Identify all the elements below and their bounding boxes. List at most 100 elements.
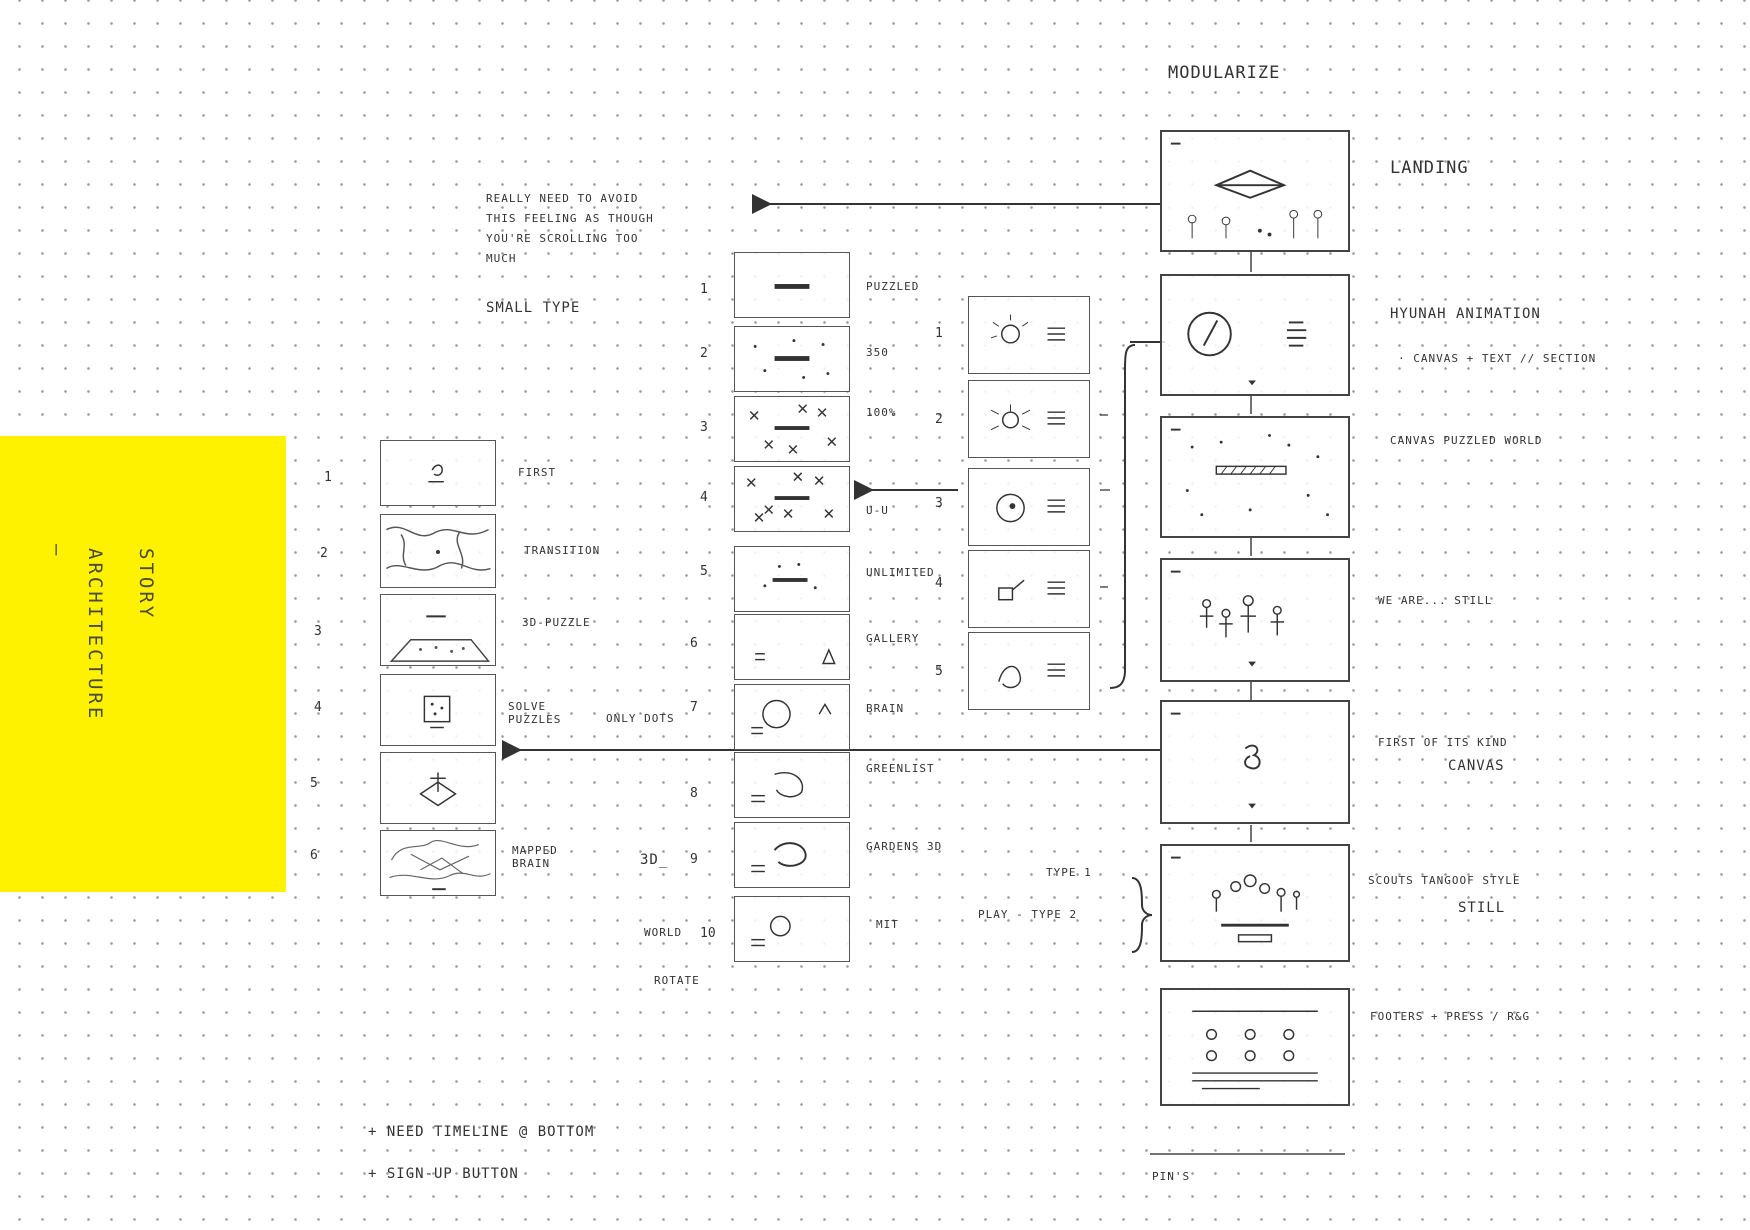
story-number-5: 5 xyxy=(310,776,318,791)
main-flow-label-landing: LANDING xyxy=(1390,158,1469,178)
puzzle-frame-2 xyxy=(734,326,850,392)
puzzle-frame-4 xyxy=(734,466,850,532)
main-flow-extra-scouts: STILL xyxy=(1458,900,1506,916)
puzzle-label-5: UNLIMITED xyxy=(866,566,935,579)
puzzle-label-10: MIT xyxy=(876,918,899,931)
puzzle-frame-5 xyxy=(734,546,850,612)
landing-frame xyxy=(1160,130,1350,252)
animation-sub-number-5: 5 xyxy=(935,664,943,679)
scouts-frame xyxy=(1160,844,1350,962)
scouts-type-1: TYPE 1 xyxy=(1046,866,1092,879)
puzzle-frame-3 xyxy=(734,396,850,462)
puzzle-label-6: GALLERY xyxy=(866,632,920,645)
main-flow-label-animation: HYUNAH ANIMATION xyxy=(1390,306,1541,322)
sticky-note-mark: — xyxy=(46,544,68,559)
main-flow-label-puzzled-world: CANVAS PUZZLED WORLD xyxy=(1390,434,1543,447)
animation-sub-frame-1 xyxy=(968,296,1090,374)
timeline-note: + NEED TIMELINE @ BOTTOM xyxy=(368,1124,595,1140)
bug-icon xyxy=(990,404,1066,431)
footer-sketch xyxy=(1192,1010,1318,1090)
puzzle-frame-9 xyxy=(734,822,850,888)
animation-frame xyxy=(1160,274,1350,396)
puzzled-world-frame xyxy=(1160,416,1350,538)
main-flow-label-first-kind: FIRST OF ITS KIND xyxy=(1378,736,1508,749)
story-label-1: FIRST xyxy=(518,466,557,479)
puzzle-number-3: 3 xyxy=(700,420,708,435)
puzzle-label-7: BRAIN xyxy=(866,702,905,715)
animation-sub-frame-5 xyxy=(968,632,1090,710)
story-number-4: 4 xyxy=(314,700,322,715)
story-frame-1 xyxy=(380,440,496,506)
puzzle-number-7: 7 xyxy=(690,700,698,715)
story-frame-6 xyxy=(380,830,496,896)
animation-sub-frame-2 xyxy=(968,380,1090,458)
story-frame-4 xyxy=(380,674,496,746)
puzzle-label-1: PUZZLED xyxy=(866,280,920,293)
story-label-6: MAPPED BRAIN xyxy=(512,844,558,870)
scouts-type-2: PLAY - TYPE 2 xyxy=(978,908,1078,921)
page-title: MODULARIZE xyxy=(1168,63,1281,83)
puzzle-label-4: U-U xyxy=(866,504,889,517)
story-frame-5 xyxy=(380,752,496,824)
scouts-sketch xyxy=(1170,856,1301,943)
first-kind-frame xyxy=(1160,700,1350,824)
puzzle-frame-7 xyxy=(734,684,850,750)
puzzle-rotate-note: ROTATE xyxy=(654,974,700,987)
story-label-3: 3D-PUZZLE xyxy=(522,616,591,629)
pins-note: PIN'S xyxy=(1152,1170,1191,1183)
story-number-2: 2 xyxy=(320,546,328,561)
main-flow-label-footer: FOOTERS + PRESS / R&G xyxy=(1370,1010,1531,1023)
main-flow-extra-first-kind: CANVAS xyxy=(1448,758,1505,774)
story-frame-2 xyxy=(380,514,496,588)
sticky-note-subtitle: ARCHITECTURE xyxy=(84,548,106,722)
puzzle-frame-10 xyxy=(734,896,850,962)
animation-sketch xyxy=(1187,311,1307,386)
animation-sub-number-1: 1 xyxy=(935,326,943,341)
we-are-frame xyxy=(1160,558,1350,682)
animation-sub-frame-4 xyxy=(968,550,1090,628)
puzzle-number-8: 8 xyxy=(690,786,698,801)
main-flow-label-we-are: WE ARE... STILL xyxy=(1378,594,1493,607)
puzzle-number-4: 4 xyxy=(700,490,708,505)
cell-icon xyxy=(996,493,1066,523)
sun-icon xyxy=(990,314,1066,344)
figure-icon xyxy=(998,663,1066,689)
animation-sub-number-2: 2 xyxy=(935,412,943,427)
puzzle-number-9: 9 xyxy=(690,852,698,867)
puzzle-number-6: 6 xyxy=(690,636,698,651)
puzzle-frame-8 xyxy=(734,752,850,818)
puzzle-label-3: 100% xyxy=(866,406,897,419)
puzzle-number-10: 10 xyxy=(700,926,716,941)
story-frame-3 xyxy=(380,594,496,666)
puzzle-number-1: 1 xyxy=(700,282,708,297)
puzzle-number-2: 2 xyxy=(700,346,708,361)
story-label-4: SOLVE PUZZLES xyxy=(508,700,562,726)
animation-sub-number-4: 4 xyxy=(935,576,943,591)
puzzle-frame-1 xyxy=(734,252,850,318)
only-dots-note: ONLY DOTS xyxy=(606,712,675,725)
puzzle-3d-note: 3D_ xyxy=(640,852,669,868)
footer-frame xyxy=(1160,988,1350,1106)
puzzled-world-sketch xyxy=(1170,428,1329,517)
landing-sketch xyxy=(1170,142,1323,239)
story-number-1: 1 xyxy=(324,470,332,485)
main-flow-sub-animation: · CANVAS + TEXT // SECTION xyxy=(1398,352,1597,365)
story-number-6: 6 xyxy=(310,848,318,863)
first-kind-sketch xyxy=(1170,712,1261,809)
watering-can-icon xyxy=(998,579,1066,601)
animation-sub-frame-3 xyxy=(968,468,1090,546)
story-label-2: TRANSITION xyxy=(524,544,601,557)
note-line-2: THIS FEELING AS THOUGH xyxy=(486,212,654,225)
puzzle-world-note: WORLD xyxy=(644,926,683,939)
main-flow-label-scouts: SCOUTS TANGOOF STYLE xyxy=(1368,874,1521,887)
sticky-note-title: STORY xyxy=(135,548,157,621)
puzzle-frame-6 xyxy=(734,614,850,680)
story-number-3: 3 xyxy=(314,624,322,639)
note-line-4: MUCH xyxy=(486,252,517,265)
puzzle-label-9: GARDENS 3D xyxy=(866,840,943,853)
signup-note: + SIGN-UP BUTTON xyxy=(368,1166,519,1182)
animation-sub-number-3: 3 xyxy=(935,496,943,511)
we-are-sketch xyxy=(1170,570,1285,667)
puzzle-label-2: 350 xyxy=(866,346,889,359)
